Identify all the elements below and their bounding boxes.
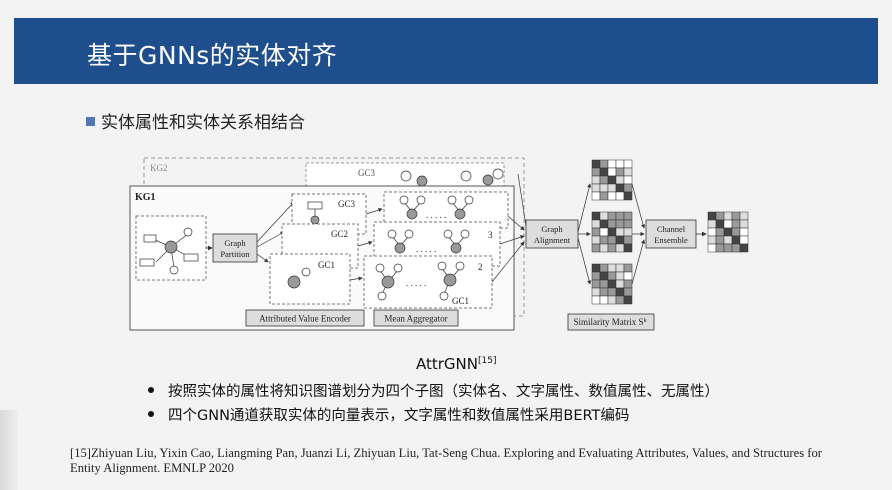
similarity-matrix-label: Similarity Matrix Sk [573, 317, 646, 327]
stack-num-2: 2 [478, 262, 483, 272]
gc3-label: GC3 [338, 199, 356, 209]
gc1-label: GC1 [318, 260, 335, 270]
mean-aggregator-label: Mean Aggregator [384, 314, 447, 324]
graph-partition-line1: Graph [224, 238, 246, 248]
main-bullet: 实体属性和实体关系相结合 [86, 108, 305, 133]
bullet-dot-icon [148, 387, 154, 393]
bullet-dot-icon [148, 411, 154, 417]
svg-text:. . . . .: . . . . . [416, 244, 436, 254]
output-matrix [707, 211, 749, 253]
corner-decoration [0, 410, 18, 490]
graph-alignment-line1: Graph [541, 224, 563, 234]
graph-alignment-box [525, 219, 579, 249]
graph-partition-box [212, 233, 258, 263]
graph-partition-line2: Partition [220, 249, 250, 259]
gc1-right-label: GC1 [452, 296, 469, 306]
channel-ensemble-line1: Channel [657, 224, 686, 234]
list-item-text: 四个GNN通道获取实体的向量表示，文字属性和数值属性采用BERT编码 [168, 408, 630, 424]
square-bullet-icon [86, 116, 95, 126]
channel-ensemble-line2: Ensemble [654, 235, 688, 245]
list-item: 四个GNN通道获取实体的向量表示，文字属性和数值属性采用BERT编码 [148, 404, 719, 428]
kg2-label: KG2 [150, 163, 168, 173]
reference-text: [15]Zhiyuan Liu, Yixin Cao, Liangming Pa… [70, 446, 822, 475]
mean-aggregator-box [373, 309, 459, 327]
stack-num-3: 3 [488, 230, 493, 240]
graph-alignment-line2: Alignment [534, 235, 571, 245]
gc1-box [269, 253, 351, 305]
bullet-list: 按照实体的属性将知识图谱划分为四个子图（实体名、文字属性、数值属性、无属性） 四… [148, 380, 719, 428]
svg-text:. . . . .: . . . . . [406, 278, 426, 288]
main-bullet-text: 实体属性和实体关系相结合 [101, 113, 305, 133]
attributed-value-encoder-box [245, 309, 365, 327]
similarity-matrices [591, 159, 633, 305]
caption-ref: [15] [478, 356, 497, 366]
channel-ensemble-box [645, 219, 697, 249]
list-item-text: 按照实体的属性将知识图谱划分为四个子图（实体名、文字属性、数值属性、无属性） [168, 384, 719, 400]
gc3-top-label: GC3 [358, 168, 376, 178]
similarity-matrix-box [567, 313, 655, 331]
figure-caption: AttrGNN[15] [416, 355, 496, 373]
list-item: 按照实体的属性将知识图谱划分为四个子图（实体名、文字属性、数值属性、无属性） [148, 380, 719, 404]
kg1-label: KG1 [135, 192, 156, 203]
gc2-label: GC2 [331, 229, 348, 239]
caption-text: AttrGNN [416, 355, 478, 373]
title-bar: 基于GNNs的实体对齐 [14, 18, 878, 84]
attrgnn-figure: KG2 GC3 KG1 Graph Partition GC3 GC2 GC1 [129, 157, 749, 331]
attributed-value-encoder-label: Attributed Value Encoder [259, 314, 351, 324]
svg-text:. . . . .: . . . . . [426, 210, 446, 220]
slide-title: 基于GNNs的实体对齐 [87, 41, 338, 70]
